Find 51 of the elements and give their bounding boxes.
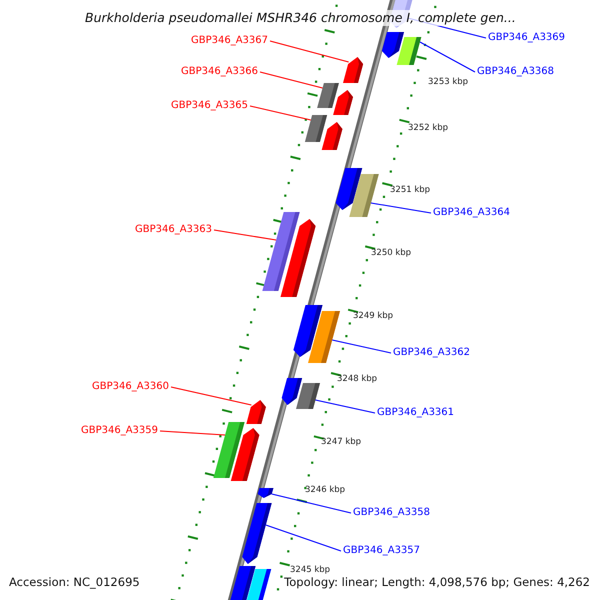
- gene-block: [296, 383, 320, 409]
- gene-block: [246, 569, 272, 600]
- scale-label: 3245 kbp: [290, 565, 330, 575]
- scale-label: 3252 kbp: [408, 123, 448, 133]
- scale-label: 3247 kbp: [321, 437, 362, 447]
- leader-line: [214, 230, 277, 240]
- gene-feature: [322, 122, 342, 150]
- gene-block: [396, 37, 422, 65]
- gene-label: GBP346_A3365: [170, 100, 248, 112]
- gene-label: GBP346_A3363: [134, 224, 212, 236]
- scale-label: 3251 kbp: [390, 185, 430, 195]
- leader-line: [370, 202, 432, 214]
- gene-block: [304, 115, 328, 142]
- gene-label: GBP346_A3360: [92, 381, 169, 393]
- scale-label: 3248 kbp: [337, 374, 378, 384]
- gene-feature: [242, 503, 272, 564]
- leader-line: [250, 106, 312, 120]
- gene-label: GBP346_A3359: [80, 425, 158, 437]
- gene-feature: [246, 400, 266, 424]
- gene-label: GBP346_A3364: [433, 207, 510, 219]
- scale-label: 3250 kbp: [371, 248, 412, 258]
- gene-label: GBP346_A3361: [377, 407, 454, 419]
- gene-feature: [280, 219, 316, 297]
- scale-label: 3246 kbp: [305, 485, 346, 495]
- gene-label: GBP346_A3367: [190, 35, 268, 47]
- scale-label: 3253 kbp: [428, 77, 468, 87]
- leader-line: [332, 340, 392, 354]
- gene-feature: [333, 90, 353, 115]
- gene-feature: [258, 488, 274, 498]
- gene-block: [349, 174, 379, 217]
- leader-line: [419, 42, 476, 72]
- gene-block: [308, 311, 340, 363]
- gene-label: GBP346_A3369: [488, 32, 566, 44]
- gene-feature: [343, 57, 364, 83]
- footer-text: Accession: NC_012695: [9, 575, 140, 589]
- gene-label: GBP346_A3358: [353, 507, 430, 519]
- scale-label: 3249 kbp: [353, 311, 394, 321]
- leader-line: [260, 72, 324, 88]
- gene-label: GBP346_A3366: [180, 66, 258, 78]
- gene-label: GBP346_A3362: [393, 347, 470, 359]
- footer-text: Topology: linear; Length: 4,098,576 bp; Genes: 4,262: [284, 575, 590, 589]
- gene-label: GBP346_A3368: [477, 66, 554, 78]
- leader-line: [160, 430, 226, 436]
- gene-label: GBP346_A3357: [343, 545, 420, 557]
- leader-line: [270, 40, 350, 62]
- leader-line: [265, 524, 342, 552]
- leader-line: [271, 494, 352, 514]
- leader-line: [170, 386, 252, 406]
- title: Burkholderia pseudomallei MSHR346 chromosome I, complete gen...: [85, 10, 516, 26]
- gene-feature: [230, 428, 260, 481]
- gene-block: [317, 83, 339, 108]
